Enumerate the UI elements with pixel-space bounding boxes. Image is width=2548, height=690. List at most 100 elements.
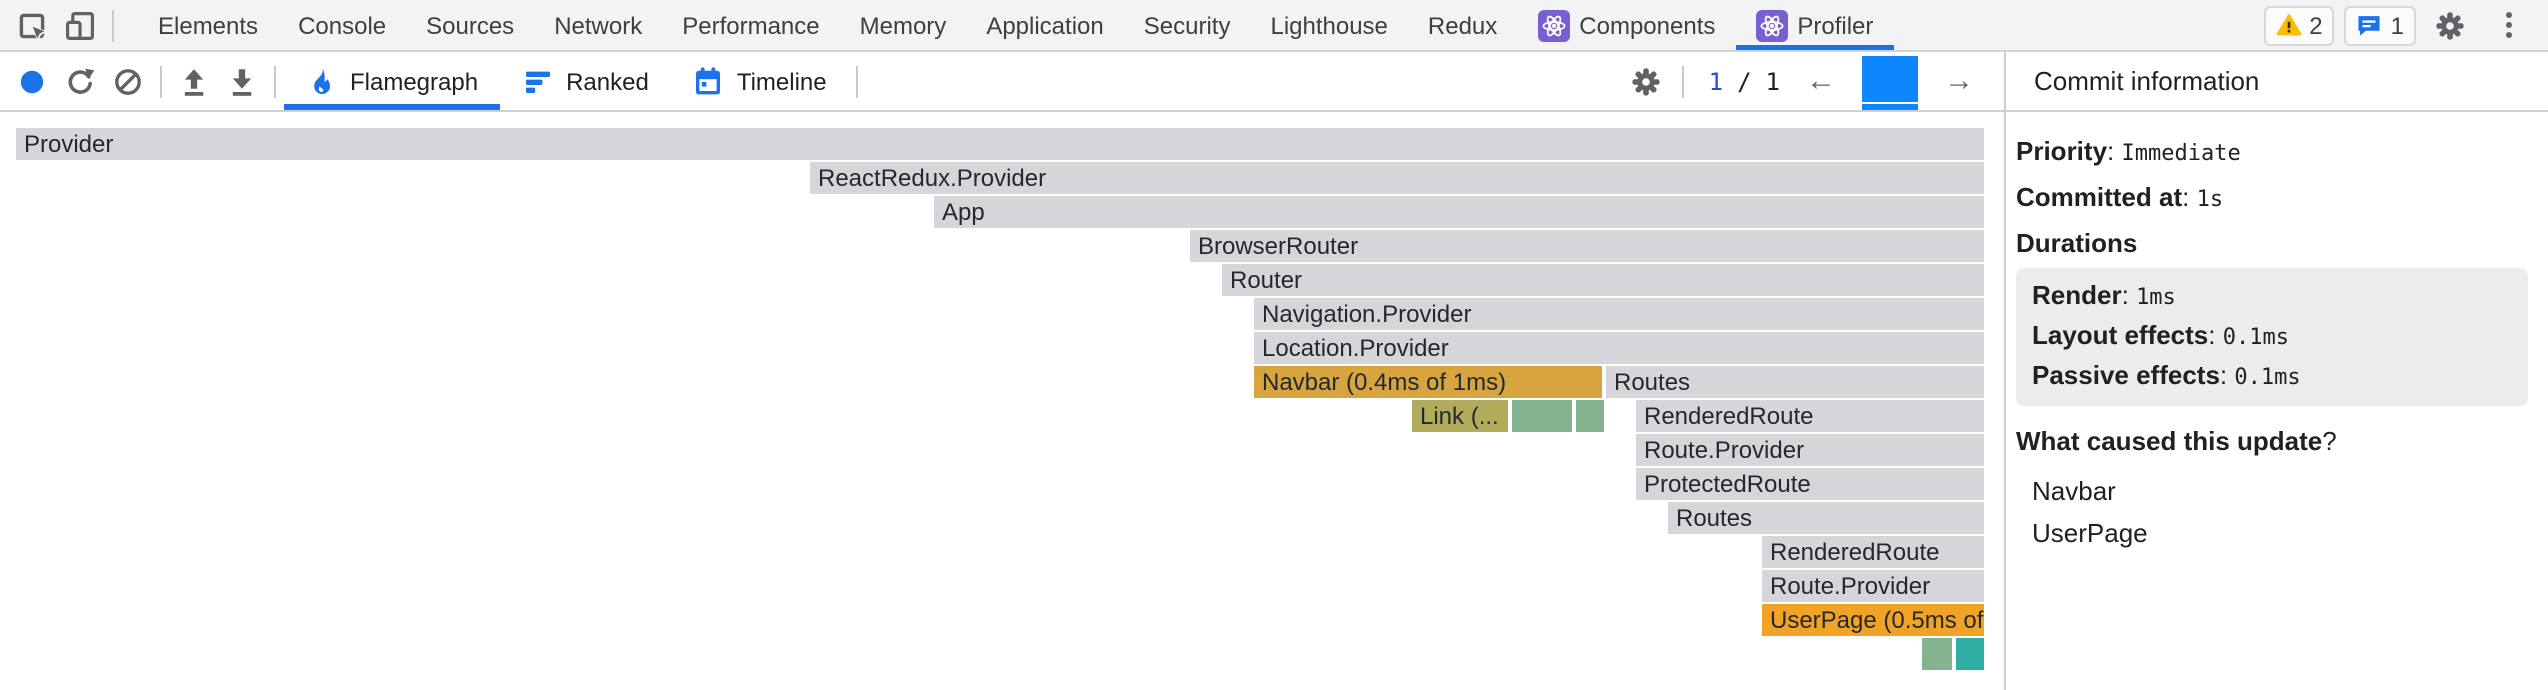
update-cause-userpage[interactable]: UserPage [2032, 517, 2148, 547]
device-toolbar-icon [65, 10, 95, 39]
tab-lighthouse[interactable]: Lighthouse [1250, 0, 1407, 50]
tab-security[interactable]: Security [1124, 0, 1251, 50]
devtools-settings-button[interactable] [2426, 0, 2474, 50]
view-tab-label: Ranked [566, 67, 649, 95]
flame-bar-location-provider[interactable]: Location.Provider [1254, 332, 1984, 364]
warning-icon [2275, 14, 2301, 36]
profiler-toolbar: Flamegraph Ranked Timeline [0, 52, 2004, 112]
flame-bar-renderedroute[interactable]: RenderedRoute [1762, 536, 1984, 568]
flame-bar-route-provider[interactable]: Route.Provider [1762, 570, 1984, 602]
flame-bar-app[interactable]: App [934, 196, 1984, 228]
flame-bar-anonymous[interactable] [1512, 400, 1572, 432]
timeline-calendar-icon [696, 66, 721, 94]
flame-bar-navbar-0-4ms-of-1ms[interactable]: Navbar (0.4ms of 1ms) [1254, 366, 1602, 398]
durations-heading: Durations [2016, 228, 2138, 258]
profiler-settings-button[interactable] [1623, 56, 1671, 106]
flame-bar-navigation-provider[interactable]: Navigation.Provider [1254, 298, 1984, 330]
commit-selector-bar[interactable] [1862, 52, 1918, 110]
current-commit-number: 1 [1708, 67, 1724, 95]
devtools-menu-button[interactable] [2484, 0, 2532, 50]
flame-bar-label: Provider [24, 130, 114, 158]
flame-bar-route-provider[interactable]: Route.Provider [1636, 434, 1984, 466]
flame-bar-label: Link (... [1420, 402, 1499, 430]
colon: : [2208, 320, 2223, 350]
flame-bar-routes[interactable]: Routes [1606, 366, 1984, 398]
tab-network[interactable]: Network [534, 0, 662, 50]
tab-label: Sources [426, 11, 515, 39]
pagination-divider: / [1737, 67, 1752, 95]
update-cause-navbar[interactable]: Navbar [2032, 475, 2116, 505]
inspect-element-button[interactable] [8, 0, 56, 50]
flame-bar-protectedroute[interactable]: ProtectedRoute [1636, 468, 1984, 500]
duration-layout-effects-value: 0.1ms [2222, 324, 2289, 350]
divider [112, 9, 114, 41]
warnings-badge[interactable]: 2 [2263, 5, 2335, 45]
issues-badge[interactable]: 1 [2344, 5, 2416, 45]
tab-application[interactable]: Application [966, 0, 1123, 50]
flame-bar-routes[interactable]: Routes [1668, 502, 1984, 534]
flame-bar-anonymous[interactable] [1922, 638, 1952, 670]
flame-bar-reactredux-provider[interactable]: ReactRedux.Provider [810, 162, 1984, 194]
tab-console[interactable]: Console [278, 0, 406, 50]
tab-label: Performance [682, 11, 820, 39]
flame-bar-anonymous[interactable] [1576, 400, 1604, 432]
flame-bar-renderedroute[interactable]: RenderedRoute [1636, 400, 1984, 432]
flame-bar-label: Router [1230, 266, 1303, 294]
colon: : [2121, 280, 2137, 310]
upload-icon [184, 68, 204, 95]
tab-label: Network [554, 11, 643, 39]
flame-bar-link[interactable]: Link (... [1412, 400, 1508, 432]
flame-bar-router[interactable]: Router [1222, 264, 1984, 296]
device-toolbar-button[interactable] [56, 0, 104, 50]
flame-bar-label: RenderedRoute [1770, 538, 1940, 566]
view-tab-timeline[interactable]: Timeline [671, 52, 849, 110]
flame-bar-anonymous[interactable] [1956, 638, 1984, 670]
divider [856, 65, 859, 97]
load-profile-button[interactable] [170, 56, 218, 106]
next-commit-button[interactable]: → [1934, 52, 1984, 110]
tab-profiler[interactable]: Profiler [1735, 0, 1893, 50]
selected-commit-indicator [1862, 103, 1918, 110]
previous-commit-button[interactable]: ← [1796, 52, 1846, 110]
tab-label: Application [986, 11, 1104, 39]
record-button[interactable] [8, 56, 56, 106]
save-profile-button[interactable] [218, 56, 266, 106]
view-tab-ranked[interactable]: Ranked [500, 52, 671, 110]
profiler-panel: Flamegraph Ranked Timeline [0, 52, 2548, 690]
kebab-menu-icon [2492, 9, 2524, 41]
view-tab-label: Timeline [736, 67, 827, 95]
tab-label: Memory [859, 11, 947, 39]
tab-label: Console [298, 11, 387, 39]
question-mark: ? [2322, 425, 2337, 455]
tab-memory[interactable]: Memory [840, 0, 967, 50]
total-commit-number: 1 [1765, 67, 1780, 95]
flame-bar-browserrouter[interactable]: BrowserRouter [1190, 230, 1984, 262]
flame-bar-provider[interactable]: Provider [16, 128, 1984, 160]
tab-performance[interactable]: Performance [662, 0, 839, 50]
tab-redux[interactable]: Redux [1408, 0, 1517, 50]
selected-commit-bar[interactable] [1862, 55, 1918, 102]
flame-bar-label: RenderedRoute [1644, 402, 1814, 430]
duration-layout-effects: Layout effects: 0.1ms [2032, 320, 2512, 353]
issues-count: 1 [2390, 11, 2404, 39]
flame-bar-userpage-0-5ms-of[interactable]: UserPage (0.5ms of... [1762, 604, 1984, 636]
commit-committed-at-label: Committed at [2016, 182, 2183, 212]
panel-tabs: Elements Console Sources Network Performance… [138, 0, 1893, 50]
download-icon [232, 68, 252, 95]
clear-profiling-data-button[interactable] [104, 56, 152, 106]
duration-render-label: Render [2032, 280, 2122, 310]
duration-layout-effects-label: Layout effects [2032, 320, 2209, 350]
duration-render-value: 1ms [2136, 284, 2176, 310]
view-tab-label: Flamegraph [350, 67, 479, 95]
reload-and-profile-button[interactable] [56, 56, 104, 106]
colon: : [2107, 136, 2122, 166]
view-tab-flamegraph[interactable]: Flamegraph [284, 52, 500, 110]
tab-sources[interactable]: Sources [406, 0, 534, 50]
duration-passive-effects-label: Passive effects [2032, 360, 2220, 390]
tab-components[interactable]: Components [1517, 0, 1735, 50]
flame-bar-label: Routes [1676, 504, 1753, 532]
tab-elements[interactable]: Elements [138, 0, 278, 50]
